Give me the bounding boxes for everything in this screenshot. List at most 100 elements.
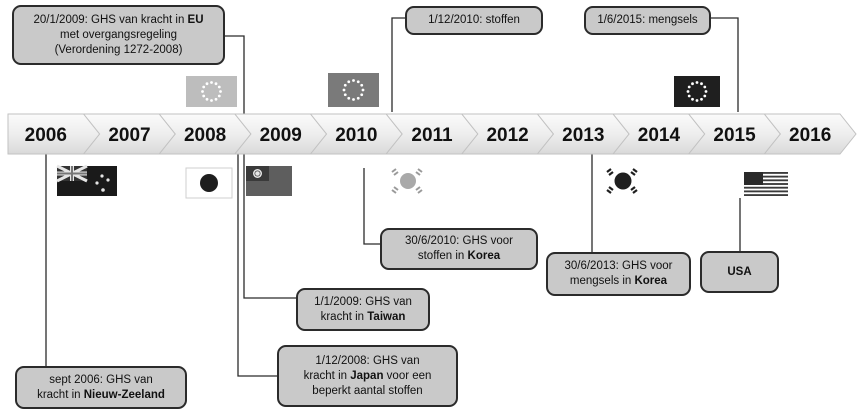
eu-2010-callout: 1/12/2010: stoffen [405,6,543,35]
star-icon [691,97,694,101]
eu-flag-icon [674,76,720,107]
callout-emphasis: Taiwan [367,310,406,323]
star-icon [703,85,707,89]
star-icon [687,94,691,98]
star-icon [219,90,222,93]
callout-text: 20/1/2009: GHS van kracht in [33,13,188,26]
eu-2009-callout: 20/1/2009: GHS van kracht in EU met over… [12,5,225,65]
south-korea-flag-icon [601,166,645,196]
connector-eu-2015 [710,17,739,112]
star-icon [703,94,707,98]
star-icon [695,81,699,84]
year-label: 2006 [25,125,67,146]
year-label: 2010 [335,125,377,146]
callout-emphasis: Korea [634,275,668,287]
callout-text: 30/6/2010: GHS voor [404,235,514,247]
year-label: 2016 [789,125,831,146]
star-icon [347,96,351,100]
year-label: 2012 [486,125,528,146]
year-label: 2015 [713,125,756,146]
star-icon [347,80,351,84]
star-icon [202,94,206,98]
year-chevron [763,113,857,155]
connector-korea-2010 [363,168,382,245]
callout-text: 30/6/2013: GHS voor [564,260,673,272]
callout-text: beperkt aantal stoffen [312,384,423,397]
flag-stripe [744,183,788,185]
star-icon [343,83,347,87]
star-icon [342,88,346,92]
callout-emphasis: EU [187,13,204,26]
year-chevrons [7,113,857,155]
year-label: 2014 [638,125,681,146]
star-icon [210,99,213,102]
callout-text: 1/12/2008: GHS van [315,354,420,367]
callout-text: met overgangsregeling [60,28,177,41]
korea-2013-callout: 30/6/2013: GHS voor mengsels in Korea [546,252,691,296]
star-icon [360,93,364,97]
connector-eu-2010 [391,17,406,112]
taiwan-2009-callout: 1/1/2009: GHS van kracht in Taiwan [296,288,430,331]
star-icon [356,80,360,84]
callout-text: kracht in [303,369,351,382]
star-icon [686,90,690,93]
flag-stripe [744,179,788,182]
star-icon [205,82,209,86]
star-icon [217,85,221,89]
japan-flag-icon [185,167,233,199]
eu-2015-callout: 1/6/2015: mengsels [584,6,711,35]
connector-japan-2008 [237,138,278,377]
flag-stripe [744,172,788,174]
flag-stripe [744,186,788,189]
year-labels: 2006 2007 2008 2009 2010 2011 2012 2013 2014 2015… [25,125,832,146]
flag-stripe [744,190,788,193]
star-icon [361,88,365,92]
callout-text: 1/6/2015: mengsels [597,14,698,26]
usa-2015-callout: USA [700,251,779,293]
star-icon [700,97,703,101]
star-icon [687,85,691,89]
callout-emphasis: Japan [350,369,384,382]
year-label: 2011 [411,125,453,146]
callout-text: stoffen in [417,250,468,262]
year-label: 2008 [184,125,226,146]
korea-2010-callout: 30/6/2010: GHS voor stoffen in Korea [380,228,538,270]
star-icon [352,98,355,101]
callout-emphasis: USA [727,265,752,278]
star-icon [202,85,206,89]
callout-text: mengsels in [569,275,635,287]
star-icon [352,79,355,82]
star-icon [691,82,694,86]
nz-2006-callout: sept 2006: GHS van kracht in Nieuw-Zeela… [15,366,187,409]
year-label: 2009 [260,125,302,146]
eu-flag-icon [328,73,379,107]
year-label: 2013 [562,125,604,146]
japan-2008-callout: 1/12/2008: GHS van kracht in Japan voor … [277,345,458,407]
connector-lines [45,17,741,377]
new-zealand-flag-icon [56,164,117,196]
eu-flag-icon [186,76,237,107]
year-label: 2007 [108,125,150,146]
callout-text: sept 2006: GHS van [49,373,153,386]
flag-stripe [744,175,788,178]
usa-flag-icon [744,172,788,196]
star-icon [214,97,218,101]
star-icon [210,81,213,84]
callout-text: 1/12/2010: stoffen [428,14,520,26]
connector-eu-2009 [222,35,298,299]
star-icon [700,82,703,86]
star-icon [205,97,209,101]
callout-emphasis: Korea [467,250,501,262]
star-icon [695,99,699,102]
south-korea-flag-icon [386,166,430,196]
star-icon [360,83,364,87]
callout-text: (Verordening 1272-2008) [54,43,183,56]
star-icon [201,90,204,93]
star-icon [343,93,347,97]
star-icon [214,82,218,86]
callout-text: voor een [383,369,432,382]
taiwan-flag-icon [246,166,292,196]
callout-emphasis: Nieuw-Zeeland [83,388,165,401]
